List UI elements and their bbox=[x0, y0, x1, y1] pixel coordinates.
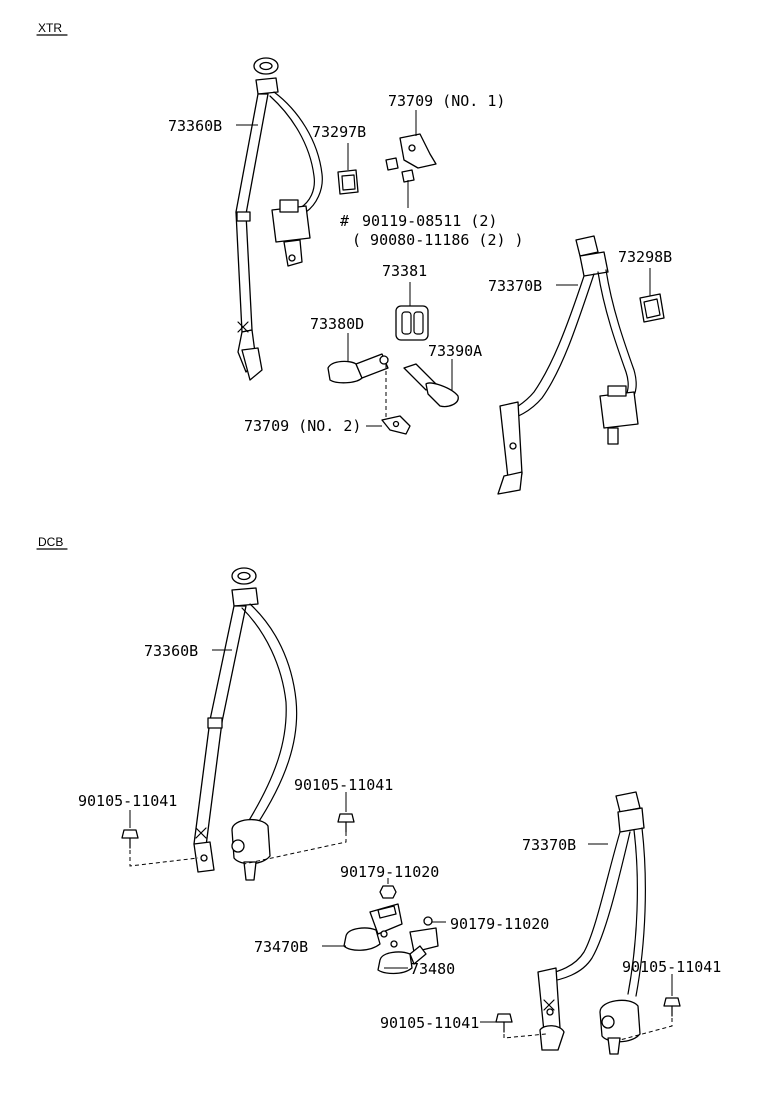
dashed-line-rear-right bbox=[619, 1018, 673, 1041]
part-73709-no1-bracket bbox=[385, 133, 437, 183]
nut-90179-upper bbox=[379, 885, 397, 899]
dashed-line-front-left bbox=[129, 850, 199, 867]
part-73470b-buckle bbox=[343, 903, 403, 951]
label-73480: 73480 bbox=[410, 960, 455, 978]
label-73470b: 73470B bbox=[254, 938, 308, 956]
section-dcb: DCB bbox=[36, 535, 721, 1055]
part-73390a-buckle bbox=[403, 363, 459, 408]
label-73370b: 73370B bbox=[488, 277, 542, 295]
label-90119-08511: 90119-08511 (2) bbox=[362, 212, 497, 230]
section-title-xtr: XTR bbox=[38, 21, 62, 35]
part-73370b-rear-belt-dcb bbox=[537, 791, 646, 1055]
bolt-90105-rear-right bbox=[663, 997, 681, 1017]
part-73370b-rear-belt bbox=[497, 235, 639, 495]
leader-lines-xtr bbox=[236, 110, 651, 427]
label-73390a: 73390A bbox=[428, 342, 482, 360]
label-90105-rear-left: 90105-11041 bbox=[380, 1014, 479, 1032]
part-73360b-front-belt bbox=[235, 57, 323, 381]
bolt-90105-rear-left bbox=[495, 1013, 513, 1033]
label-73709-no2: 73709 (NO. 2) bbox=[244, 417, 361, 435]
label-90179-upper: 90179-11020 bbox=[340, 863, 439, 881]
part-73297b-cover bbox=[337, 169, 359, 195]
label-hash-mark: # bbox=[340, 212, 349, 230]
label-73297b: 73297B bbox=[312, 123, 366, 141]
label-73380d: 73380D bbox=[310, 315, 364, 333]
label-73298b: 73298B bbox=[618, 248, 672, 266]
part-73380d-buckle bbox=[327, 353, 389, 384]
section-title-dcb: DCB bbox=[38, 535, 63, 549]
section-xtr: XTR bbox=[36, 21, 672, 495]
label-73360b-dcb: 73360B bbox=[144, 642, 198, 660]
label-90179-right: 90179-11020 bbox=[450, 915, 549, 933]
nut-90179-right bbox=[423, 916, 433, 926]
label-73360b: 73360B bbox=[168, 117, 222, 135]
dashed-line-front-right bbox=[243, 832, 347, 865]
part-73381-cover bbox=[395, 305, 429, 341]
bolt-90105-front-left bbox=[121, 829, 139, 849]
label-90105-front-left: 90105-11041 bbox=[78, 792, 177, 810]
part-73298b-cover bbox=[639, 293, 665, 323]
label-90105-rear-right: 90105-11041 bbox=[622, 958, 721, 976]
label-90080-11186: ( 90080-11186 (2) ) bbox=[352, 231, 524, 249]
label-73381: 73381 bbox=[382, 262, 427, 280]
label-90105-front-right: 90105-11041 bbox=[294, 776, 393, 794]
part-73709-no2-bracket bbox=[381, 364, 411, 435]
dashed-line-rear-left bbox=[503, 1033, 547, 1039]
part-73360b-front-belt-dcb bbox=[193, 567, 298, 881]
label-73709-no1: 73709 (NO. 1) bbox=[388, 92, 505, 110]
label-73370b-dcb: 73370B bbox=[522, 836, 576, 854]
leader-lines-dcb bbox=[129, 649, 673, 1023]
bolt-90105-front-right bbox=[337, 813, 355, 833]
